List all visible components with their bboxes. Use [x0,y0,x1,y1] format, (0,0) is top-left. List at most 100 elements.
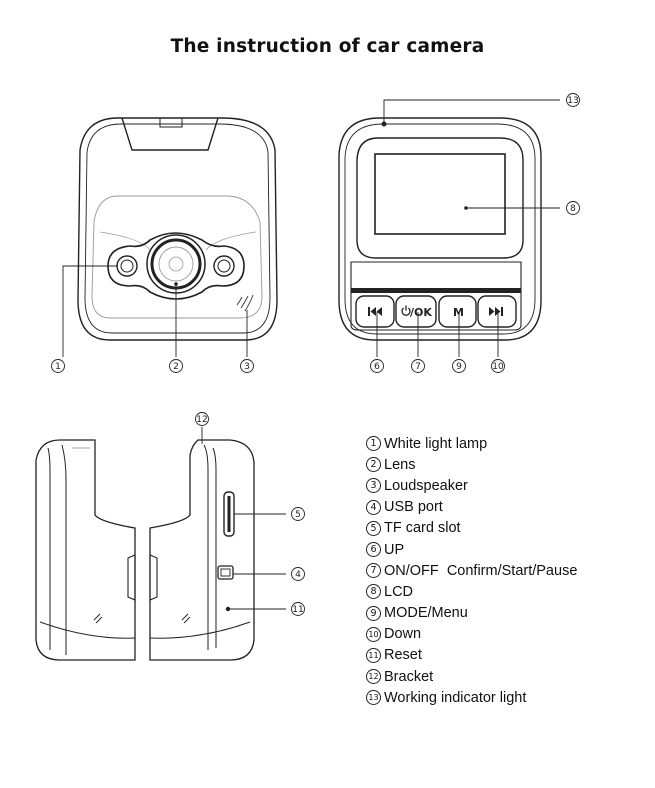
svg-text:9: 9 [456,362,462,372]
legend-label: ON/OFF Confirm/Start/Pause [384,562,578,579]
svg-text:3: 3 [244,362,250,372]
legend-number: 13 [366,690,381,706]
right-side-base [149,621,251,639]
legend-label: MODE/Menu [384,605,468,622]
svg-text:13: 13 [567,96,578,106]
legend-number: 8 [366,584,381,600]
legend-label: LCD [384,583,414,600]
front-view [62,117,278,357]
legend-number: 6 [366,542,381,558]
usb-port [217,565,234,580]
callout-12: 12 [195,412,209,426]
legend-label: Working indicator light [384,689,527,706]
leader-1 [62,265,118,357]
front-faceplate [91,195,263,319]
callout-11: 11 [291,602,305,616]
button-strip-band [351,288,521,293]
left-side-speaker-icon [93,613,103,624]
callout-10: 10 [491,359,505,373]
legend-number: 2 [366,457,381,473]
skip-forward-icon [489,307,503,316]
right-side-speaker-icon [181,613,191,624]
legend-number: 5 [366,520,381,536]
lamp-housing [107,232,245,300]
legend-label: Reset [384,647,422,664]
legend-label: TF card slot [384,520,461,537]
mode-button-label: M [453,306,464,319]
white-light-lamp-left-inner [120,259,134,273]
loudspeaker-icon [236,294,254,312]
down-button[interactable] [477,295,517,328]
bracket-mount-slot [121,117,219,151]
callout-13: 13 [566,93,580,107]
diagram-title: The instruction of car camera [170,36,485,57]
legend-number: 12 [366,669,381,685]
legend-number: 9 [366,605,381,621]
svg-text:12: 12 [196,415,207,425]
leader-8-dot [464,206,468,210]
reset-hole [225,606,231,612]
left-side-base [39,621,136,639]
white-light-lamp-right-inner [217,259,231,273]
callout-7: 7 [411,359,425,373]
lcd-bezel [356,137,524,259]
leader-1-dot [174,282,178,286]
lens-glass [158,246,194,282]
callout-2: 2 [169,359,183,373]
back-view [338,99,560,357]
ok-button-label: /OK [410,306,432,319]
mode-button[interactable] [438,295,477,328]
legend-label: Bracket [384,668,434,685]
ok-button[interactable] [395,295,437,328]
svg-text:2: 2 [173,362,179,372]
bracket-mount-notch [159,118,183,128]
callout-8: 8 [566,201,580,215]
right-side-inner-1 [203,444,209,650]
legend-label: White light lamp [384,435,488,452]
left-side-button [127,554,136,601]
legend-number: 7 [366,563,381,579]
callout-5: 5 [291,507,305,521]
usb-port-inner [220,568,231,577]
right-side-button [149,554,158,601]
front-faceplate-line [99,231,151,251]
legend-number: 11 [366,647,381,663]
front-body-outline [77,117,278,341]
left-side-inner-1 [47,447,51,650]
legend-label: Loudspeaker [384,477,468,494]
callout-3: 3 [240,359,254,373]
svg-text:11: 11 [292,605,303,615]
right-side-outline [149,439,255,661]
white-light-lamp-left [116,255,138,277]
left-side-outline [35,439,136,661]
svg-text:7: 7 [415,362,421,372]
white-light-lamp-right [213,255,235,277]
legend-label: Lens [384,456,416,473]
power-icon [401,305,411,316]
up-button[interactable] [355,295,395,328]
svg-text:4: 4 [295,570,301,580]
lens-center [168,256,184,272]
tf-card-slot-inner [227,496,231,532]
left-side-view [35,439,136,661]
leader-13 [383,99,560,124]
front-body-inner-edge [84,123,271,334]
legend-number: 4 [366,499,381,515]
callout-numbers: 1 2 3 6 7 9 10 13 [51,93,580,616]
svg-text:10: 10 [492,362,504,372]
legend-number: 3 [366,478,381,494]
